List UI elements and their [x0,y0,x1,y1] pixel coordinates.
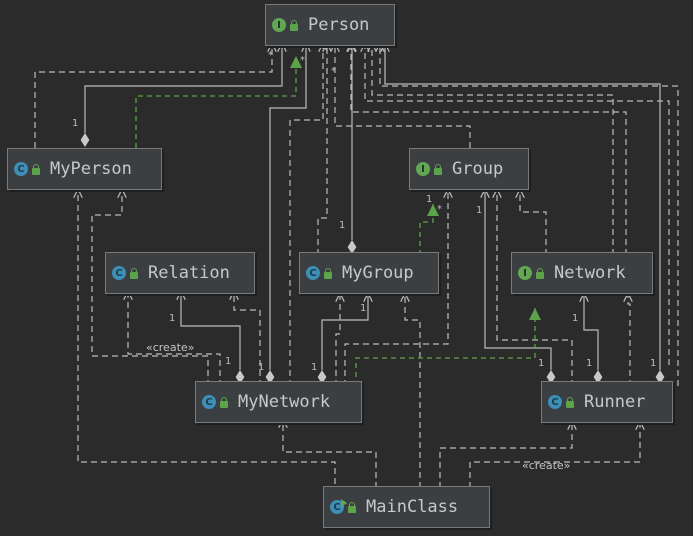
mult-person-mynetwork: * [300,55,305,66]
class-icon: C [14,162,28,176]
edge-mynetwork-relation-2 [234,292,261,386]
public-lock-icon [220,396,228,408]
mult-myperson-person: 1 [72,118,79,129]
public-lock-icon [290,19,298,31]
public-lock-icon [348,501,356,513]
class-network-label: Network [554,263,626,283]
mult-group-runner: 1 [476,205,483,216]
class-person[interactable]: I Person [265,4,395,46]
edge-mainclass-mygroup [405,294,421,488]
interface-icon: I [272,18,286,32]
mult-group-mygroup: 1 [426,194,433,205]
public-lock-icon [536,267,544,279]
class-myperson-label: MyPerson [50,159,132,179]
mult-group-many: * [437,204,442,215]
class-network[interactable]: I Network [511,252,653,294]
edge-mainclass-runner [439,422,572,488]
mult-relation-mynetwork: 1 [169,313,176,324]
edge-mainclass-runner-create [469,422,640,488]
edge-myperson-person-assoc [85,44,282,133]
realize-mygroup-group [419,204,439,255]
class-mynetwork-label: MyNetwork [238,392,331,412]
interface-icon: I [416,162,430,176]
edge-myperson-person [34,44,272,148]
public-lock-icon [566,396,574,408]
edge-mainclass-myperson [78,190,336,494]
class-mygroup[interactable]: C MyGroup [299,252,439,294]
create-stereotype-mynetwork: «create» [146,341,195,354]
class-relation[interactable]: C Relation [105,252,255,294]
class-group[interactable]: I Group [409,148,529,190]
class-icon: C [548,395,562,409]
class-runner-label: Runner [584,392,646,412]
edge-mynetwork-mygroup [335,294,340,386]
mult-mygroup-person: 1 [339,220,346,231]
class-myperson[interactable]: C MyPerson [7,148,162,190]
public-lock-icon [434,163,442,175]
edge-mygroup-person [317,44,327,255]
edge-mynetwork-mygroup-assoc [322,294,368,370]
class-mainclass[interactable]: C MainClass [323,486,490,528]
edge-mynetwork-person-assoc [270,44,306,370]
class-icon: C [202,395,216,409]
mult-mynetwork-person: 1 [258,362,265,373]
edge-network-group [520,190,547,255]
mult-mygroup-mynetwork: 1 [360,303,367,314]
edge-mainclass-mynetwork [283,420,377,488]
mult-person-mygroup: * [331,66,336,77]
realize-mynetwork-network [355,308,541,386]
mult-mynetwork-relation: 1 [225,356,232,367]
edge-runner-group-assoc [385,44,660,370]
mult-runner-person: 1 [650,358,657,369]
class-group-label: Group [452,159,504,179]
class-relation-label: Relation [148,263,230,283]
class-person-label: Person [308,15,370,35]
edge-mynetwork-relation [128,292,221,386]
edge-mynetwork-relation-assoc [181,292,240,370]
class-icon: C [112,266,126,280]
mult-runner-network: 1 [586,358,593,369]
interface-icon: I [518,266,532,280]
mult-person-myperson: * [268,50,273,61]
public-lock-icon [130,267,138,279]
class-icon: C [306,266,320,280]
class-mygroup-label: MyGroup [342,263,414,283]
edge-runner-network [628,294,630,386]
edge-runner-person [380,44,679,386]
main-class-icon: C [330,499,347,514]
create-stereotype-runner: «create» [522,459,571,472]
class-mynetwork[interactable]: C MyNetwork [195,381,362,423]
class-mainclass-label: MainClass [366,497,459,517]
mult-network-runner: 1 [572,313,579,324]
mult-mynetwork-mygroup: 1 [311,362,318,373]
edge-group-person [335,44,471,148]
class-runner[interactable]: C Runner [541,381,673,423]
public-lock-icon [32,163,40,175]
edge-runner-person-2 [365,44,670,365]
public-lock-icon [324,267,332,279]
mult-runner-group: 1 [538,358,545,369]
